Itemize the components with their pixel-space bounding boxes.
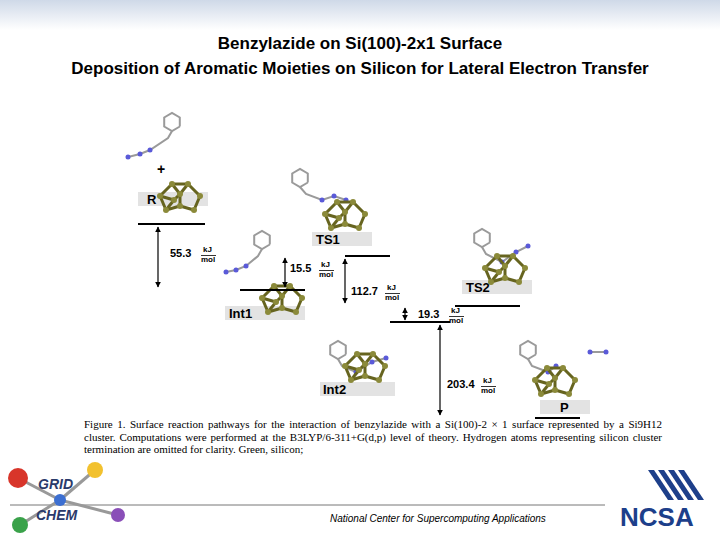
n-atom bbox=[604, 350, 609, 355]
energy-unit: mol bbox=[449, 317, 463, 326]
energy-value: 203.4 bbox=[447, 378, 475, 390]
state-label: TS1 bbox=[316, 233, 340, 247]
silicon-cluster bbox=[322, 199, 368, 231]
energy-value: 55.3 bbox=[170, 247, 191, 259]
energy-unit: kJ bbox=[321, 261, 330, 270]
header-band bbox=[0, 0, 720, 30]
logo-text: CHEM bbox=[36, 508, 77, 523]
benzylazide-molecule bbox=[126, 113, 180, 160]
energy-value: 112.7 bbox=[351, 285, 378, 297]
energy-level bbox=[390, 321, 450, 323]
silicon-cluster bbox=[259, 283, 305, 315]
plus-sign: + bbox=[157, 162, 165, 177]
benzylazide-molecule bbox=[292, 169, 348, 203]
state-label: P bbox=[560, 401, 569, 415]
n-atom bbox=[588, 350, 593, 355]
state-label: R bbox=[147, 193, 156, 207]
benzylazide-molecule bbox=[330, 341, 388, 375]
benzylazide-molecule bbox=[224, 231, 270, 275]
footer-rule bbox=[10, 505, 605, 506]
energy-level bbox=[138, 223, 205, 225]
state-label: Int2 bbox=[323, 383, 346, 397]
energy-gap-arrow bbox=[284, 258, 285, 287]
energy-value: 15.5 bbox=[290, 262, 311, 274]
energy-level bbox=[455, 305, 520, 307]
state-label: TS2 bbox=[466, 281, 490, 295]
gridchem-logo bbox=[18, 470, 118, 525]
benzylazide-molecule bbox=[474, 229, 530, 265]
energy-gap-arrow bbox=[157, 227, 158, 287]
slide-subtitle: Deposition of Aromatic Moieties on Silic… bbox=[40, 57, 680, 80]
reaction-figure bbox=[126, 113, 609, 418]
logo-text: GRID bbox=[38, 477, 73, 492]
state-label: Int1 bbox=[229, 307, 252, 321]
energy-gap-arrow bbox=[404, 308, 405, 320]
logo-text: NCSA bbox=[620, 503, 694, 532]
energy-unit: mol bbox=[201, 256, 215, 265]
logo-ball bbox=[8, 468, 28, 488]
energy-level bbox=[345, 255, 390, 257]
figure-caption: Figure 1. Surface reaction pathways for … bbox=[84, 418, 662, 456]
energy-level bbox=[240, 289, 305, 291]
energy-gap-arrow bbox=[344, 259, 345, 303]
logos bbox=[8, 462, 704, 533]
energy-unit: kJ bbox=[483, 377, 492, 386]
energy-unit: kJ bbox=[451, 307, 460, 316]
ncsa-icon bbox=[648, 470, 704, 500]
logo-ball bbox=[87, 462, 103, 478]
silicon-cluster bbox=[157, 181, 203, 213]
energy-unit: mol bbox=[319, 271, 333, 280]
energy-value: 19.3 bbox=[418, 308, 439, 320]
energy-unit: mol bbox=[385, 294, 399, 303]
energy-unit: mol bbox=[481, 387, 495, 396]
logo-ball bbox=[111, 508, 125, 522]
logo-ball bbox=[54, 494, 66, 506]
logo-ball bbox=[12, 517, 28, 533]
slide-title: Benzylazide on Si(100)-2x1 Surface bbox=[0, 35, 720, 54]
silicon-cluster bbox=[342, 351, 388, 383]
energy-gap-arrow bbox=[439, 325, 440, 415]
energy-unit: kJ bbox=[203, 246, 212, 255]
silicon-cluster bbox=[532, 365, 578, 397]
energy-unit: kJ bbox=[387, 284, 396, 293]
footer-text: National Center for Supercomputing Appli… bbox=[330, 513, 546, 524]
